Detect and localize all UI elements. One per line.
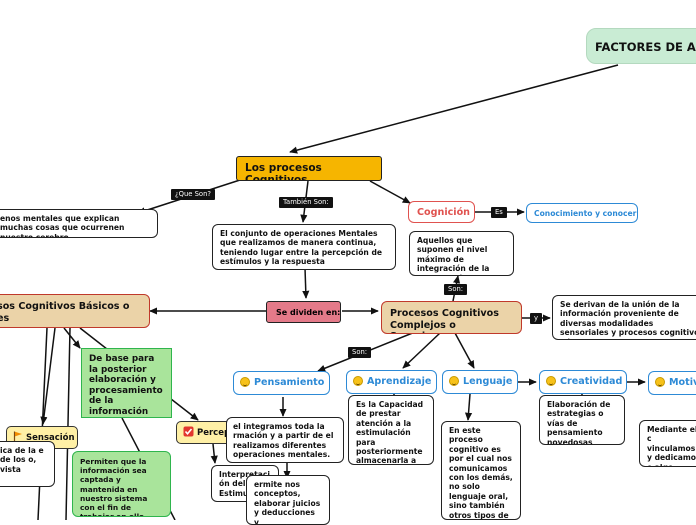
aprendizaje-desc-text: Es la Capacidad de prestar atención a la… xyxy=(356,400,424,465)
lenguaje-text: Lenguaje xyxy=(463,376,513,387)
conocimiento-text: Conocimiento y conocer xyxy=(534,209,637,218)
label-son-bottom: Son: xyxy=(348,347,372,358)
sensacion-desc-node[interactable]: ica de la e de los o, vista xyxy=(0,441,55,487)
motivacion-text: Motiv xyxy=(669,377,696,388)
basicos-node[interactable]: sos Cognitivos Básicos o es xyxy=(0,294,150,328)
permiten-node[interactable]: Permiten que la información sea captada … xyxy=(72,451,171,517)
aprendizaje-desc-node[interactable]: Es la Capacidad de prestar atención a la… xyxy=(348,395,434,465)
permite-text: ermite nos conceptos, elaborar juicios y… xyxy=(254,480,321,525)
conjunto-node[interactable]: El conjunto de operaciones Mentales que … xyxy=(212,224,396,270)
sensacion-desc-text: ica de la e de los o, vista xyxy=(0,446,44,474)
lenguaje-desc-node[interactable]: En este proceso cognitivo es por el cual… xyxy=(441,421,521,520)
branch-lenguaje[interactable]: Lenguaje xyxy=(442,370,518,394)
se-dividen-text: Se dividen en: xyxy=(276,308,341,317)
se-dividen-node[interactable]: Se dividen en: xyxy=(266,301,341,323)
aquellos-node[interactable]: Aquellos que suponen el nivel máximo de … xyxy=(409,231,514,276)
flag-icon xyxy=(13,431,22,442)
percepcion-desc-node[interactable]: el integramos toda la rmación y a partir… xyxy=(226,417,344,463)
title-text: FACTORES DE APR xyxy=(595,40,696,54)
smirk-face-icon xyxy=(353,376,363,386)
creatividad-text: Creatividad xyxy=(560,376,623,387)
derivan-text: Se derivan de la unión de la información… xyxy=(560,300,696,339)
de-base-node[interactable]: De base para la posterior elaboración y … xyxy=(81,348,172,418)
aprendizaje-text: Aprendizaje xyxy=(367,376,432,387)
label-tambien-son: También Son: xyxy=(279,197,333,208)
complejos-node[interactable]: Procesos Cognitivos Complejos o Superior… xyxy=(381,301,522,334)
motivacion-desc-node[interactable]: Mediante el c vinculamos y dedicamos e a… xyxy=(639,420,696,467)
definition-node[interactable]: enos mentales que explican muchas cosas … xyxy=(0,209,158,238)
thinking-face-icon xyxy=(240,377,250,387)
definition-text: enos mentales que explican muchas cosas … xyxy=(0,214,125,238)
creatividad-desc-node[interactable]: Elaboración de estrategias o vías de pen… xyxy=(539,395,625,445)
cognicion-text: Cognición xyxy=(417,207,471,218)
percepcion-text: Percepción xyxy=(197,428,250,438)
conocimiento-node[interactable]: Conocimiento y conocer xyxy=(526,203,638,223)
permiten-text: Permiten que la información sea captada … xyxy=(80,457,148,517)
sunglasses-face-icon xyxy=(655,377,665,387)
creatividad-desc-text: Elaboración de estrategias o vías de pen… xyxy=(547,400,611,445)
label-y: y xyxy=(530,313,543,324)
smile-face-icon xyxy=(449,376,459,386)
interpretacion-text: Interpretaci ón del Estimulo xyxy=(219,470,270,498)
label-son-top: Son: xyxy=(444,284,468,295)
derivan-node[interactable]: Se derivan de la unión de la información… xyxy=(552,295,696,340)
wink-face-icon xyxy=(546,376,556,386)
percepcion-desc-text: el integramos toda la rmación y a partir… xyxy=(233,422,334,460)
permite-node[interactable]: ermite nos conceptos, elaborar juicios y… xyxy=(246,475,330,525)
branch-pensamiento[interactable]: Pensamiento xyxy=(233,371,330,395)
branch-creatividad[interactable]: Creatividad xyxy=(539,370,627,394)
branch-motivacion[interactable]: Motiv xyxy=(648,371,696,395)
motivacion-desc-text: Mediante el c vinculamos y dedicamos e a… xyxy=(647,425,696,466)
conjunto-text: El conjunto de operaciones Mentales que … xyxy=(220,229,383,267)
sensacion-text: Sensación xyxy=(26,433,75,443)
de-base-text: De base para la posterior elaboración y … xyxy=(89,354,163,417)
basicos-text: sos Cognitivos Básicos o es xyxy=(0,301,130,324)
branch-aprendizaje[interactable]: Aprendizaje xyxy=(346,370,437,394)
central-text: Los procesos Cognitivos xyxy=(245,162,322,181)
title-node[interactable]: FACTORES DE APR xyxy=(586,28,696,64)
lenguaje-desc-text: En este proceso cognitivo es por el cual… xyxy=(449,426,513,520)
complejos-text: Procesos Cognitivos Complejos o Superior… xyxy=(390,308,499,333)
checkmark-icon xyxy=(183,426,194,437)
label-que-son: ¿Que Son? xyxy=(171,189,215,200)
label-es: Es xyxy=(491,207,507,218)
aquellos-text: Aquellos que suponen el nivel máximo de … xyxy=(417,236,490,275)
pensamiento-text: Pensamiento xyxy=(254,377,325,388)
cognicion-node[interactable]: Cognición xyxy=(408,201,475,223)
central-node[interactable]: Los procesos Cognitivos xyxy=(236,156,382,181)
